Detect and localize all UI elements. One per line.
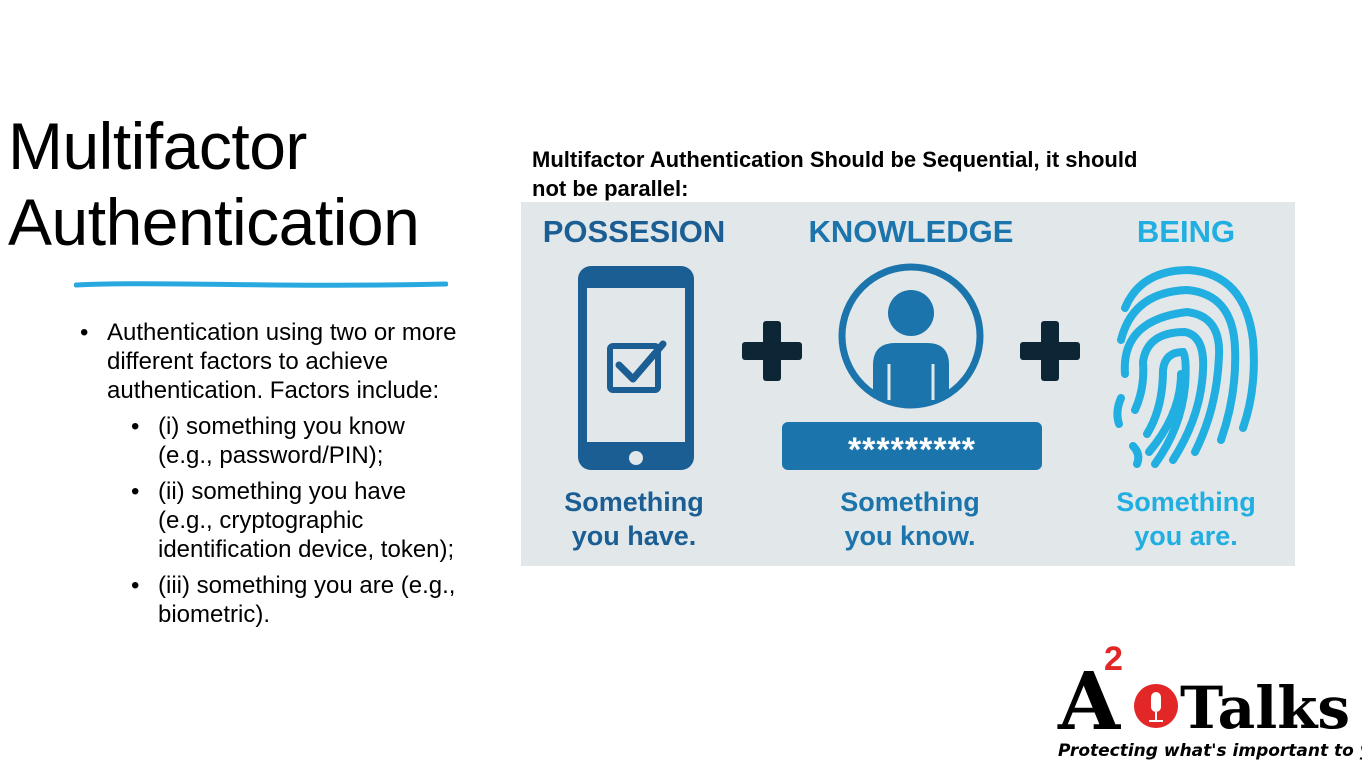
factor-item-have-text: (ii) something you have (e.g., cryptogra…: [158, 478, 455, 563]
factor-item-have: • (ii) something you have (e.g., cryptog…: [131, 477, 460, 564]
bullet-list: • Authentication using two or more diffe…: [80, 318, 460, 636]
label-being-line-2: you are.: [1134, 521, 1238, 551]
slide-title-line-1: Multifactor: [8, 109, 307, 183]
bullet-dot: •: [131, 413, 140, 440]
label-knowledge-line-2: you know.: [844, 521, 975, 551]
a2-talks-logo: A 2 Talks Protecting what's important to…: [1056, 634, 1366, 764]
slide-title: Multifactor Authentication: [8, 108, 420, 260]
factor-list: • (i) something you know (e.g., password…: [80, 412, 460, 629]
smartphone-checkbox-icon: [578, 266, 694, 470]
heading-knowledge: KNOWLEDGE: [809, 214, 1014, 249]
a2-talks-logo-mark: A 2 Talks Protecting what's important to…: [1057, 640, 1366, 761]
logo-tagline: Protecting what's important to you: [1058, 741, 1362, 761]
bullet-dot: •: [131, 478, 140, 505]
mfa-factors-graphic: POSSESION KNOWLEDGE BEING: [521, 202, 1295, 566]
graphic-caption: Multifactor Authentication Should be Seq…: [532, 147, 1138, 201]
password-field-graphic: *********: [782, 422, 1042, 470]
logo-word: Talks: [1180, 674, 1350, 742]
logo-letter-a: A: [1057, 654, 1121, 748]
fingerprint-icon: [1113, 265, 1258, 468]
bullet-intro: • Authentication using two or more diffe…: [80, 318, 460, 405]
label-possession-line-1: Something: [564, 487, 704, 517]
slide-title-line-2: Authentication: [8, 185, 420, 259]
heading-possession: POSSESION: [543, 214, 726, 249]
microphone-icon: [1134, 684, 1178, 728]
mfa-factors-illustration: POSSESION KNOWLEDGE BEING: [543, 214, 1258, 551]
bullet-dot: •: [80, 319, 89, 346]
label-being-line-1: Something: [1116, 487, 1256, 517]
factor-item-are: • (iii) something you are (e.g., biometr…: [131, 571, 460, 629]
label-knowledge-line-1: Something: [840, 487, 980, 517]
plus-sign-icon: [1020, 321, 1080, 381]
title-accent-underline: [74, 281, 448, 288]
factor-item-know: • (i) something you know (e.g., password…: [131, 412, 460, 470]
logo-superscript: 2: [1104, 640, 1123, 678]
bullet-dot: •: [131, 572, 140, 599]
factor-item-are-text: (iii) something you are (e.g., biometric…: [158, 572, 456, 628]
heading-being: BEING: [1137, 214, 1235, 249]
factor-item-know-text: (i) something you know (e.g., password/P…: [158, 413, 405, 469]
password-mask: *********: [848, 431, 976, 469]
user-avatar-icon: [838, 263, 984, 409]
label-possession-line-2: you have.: [572, 521, 697, 551]
bullet-intro-text: Authentication using two or more differe…: [107, 319, 457, 404]
plus-sign-icon: [742, 321, 802, 381]
